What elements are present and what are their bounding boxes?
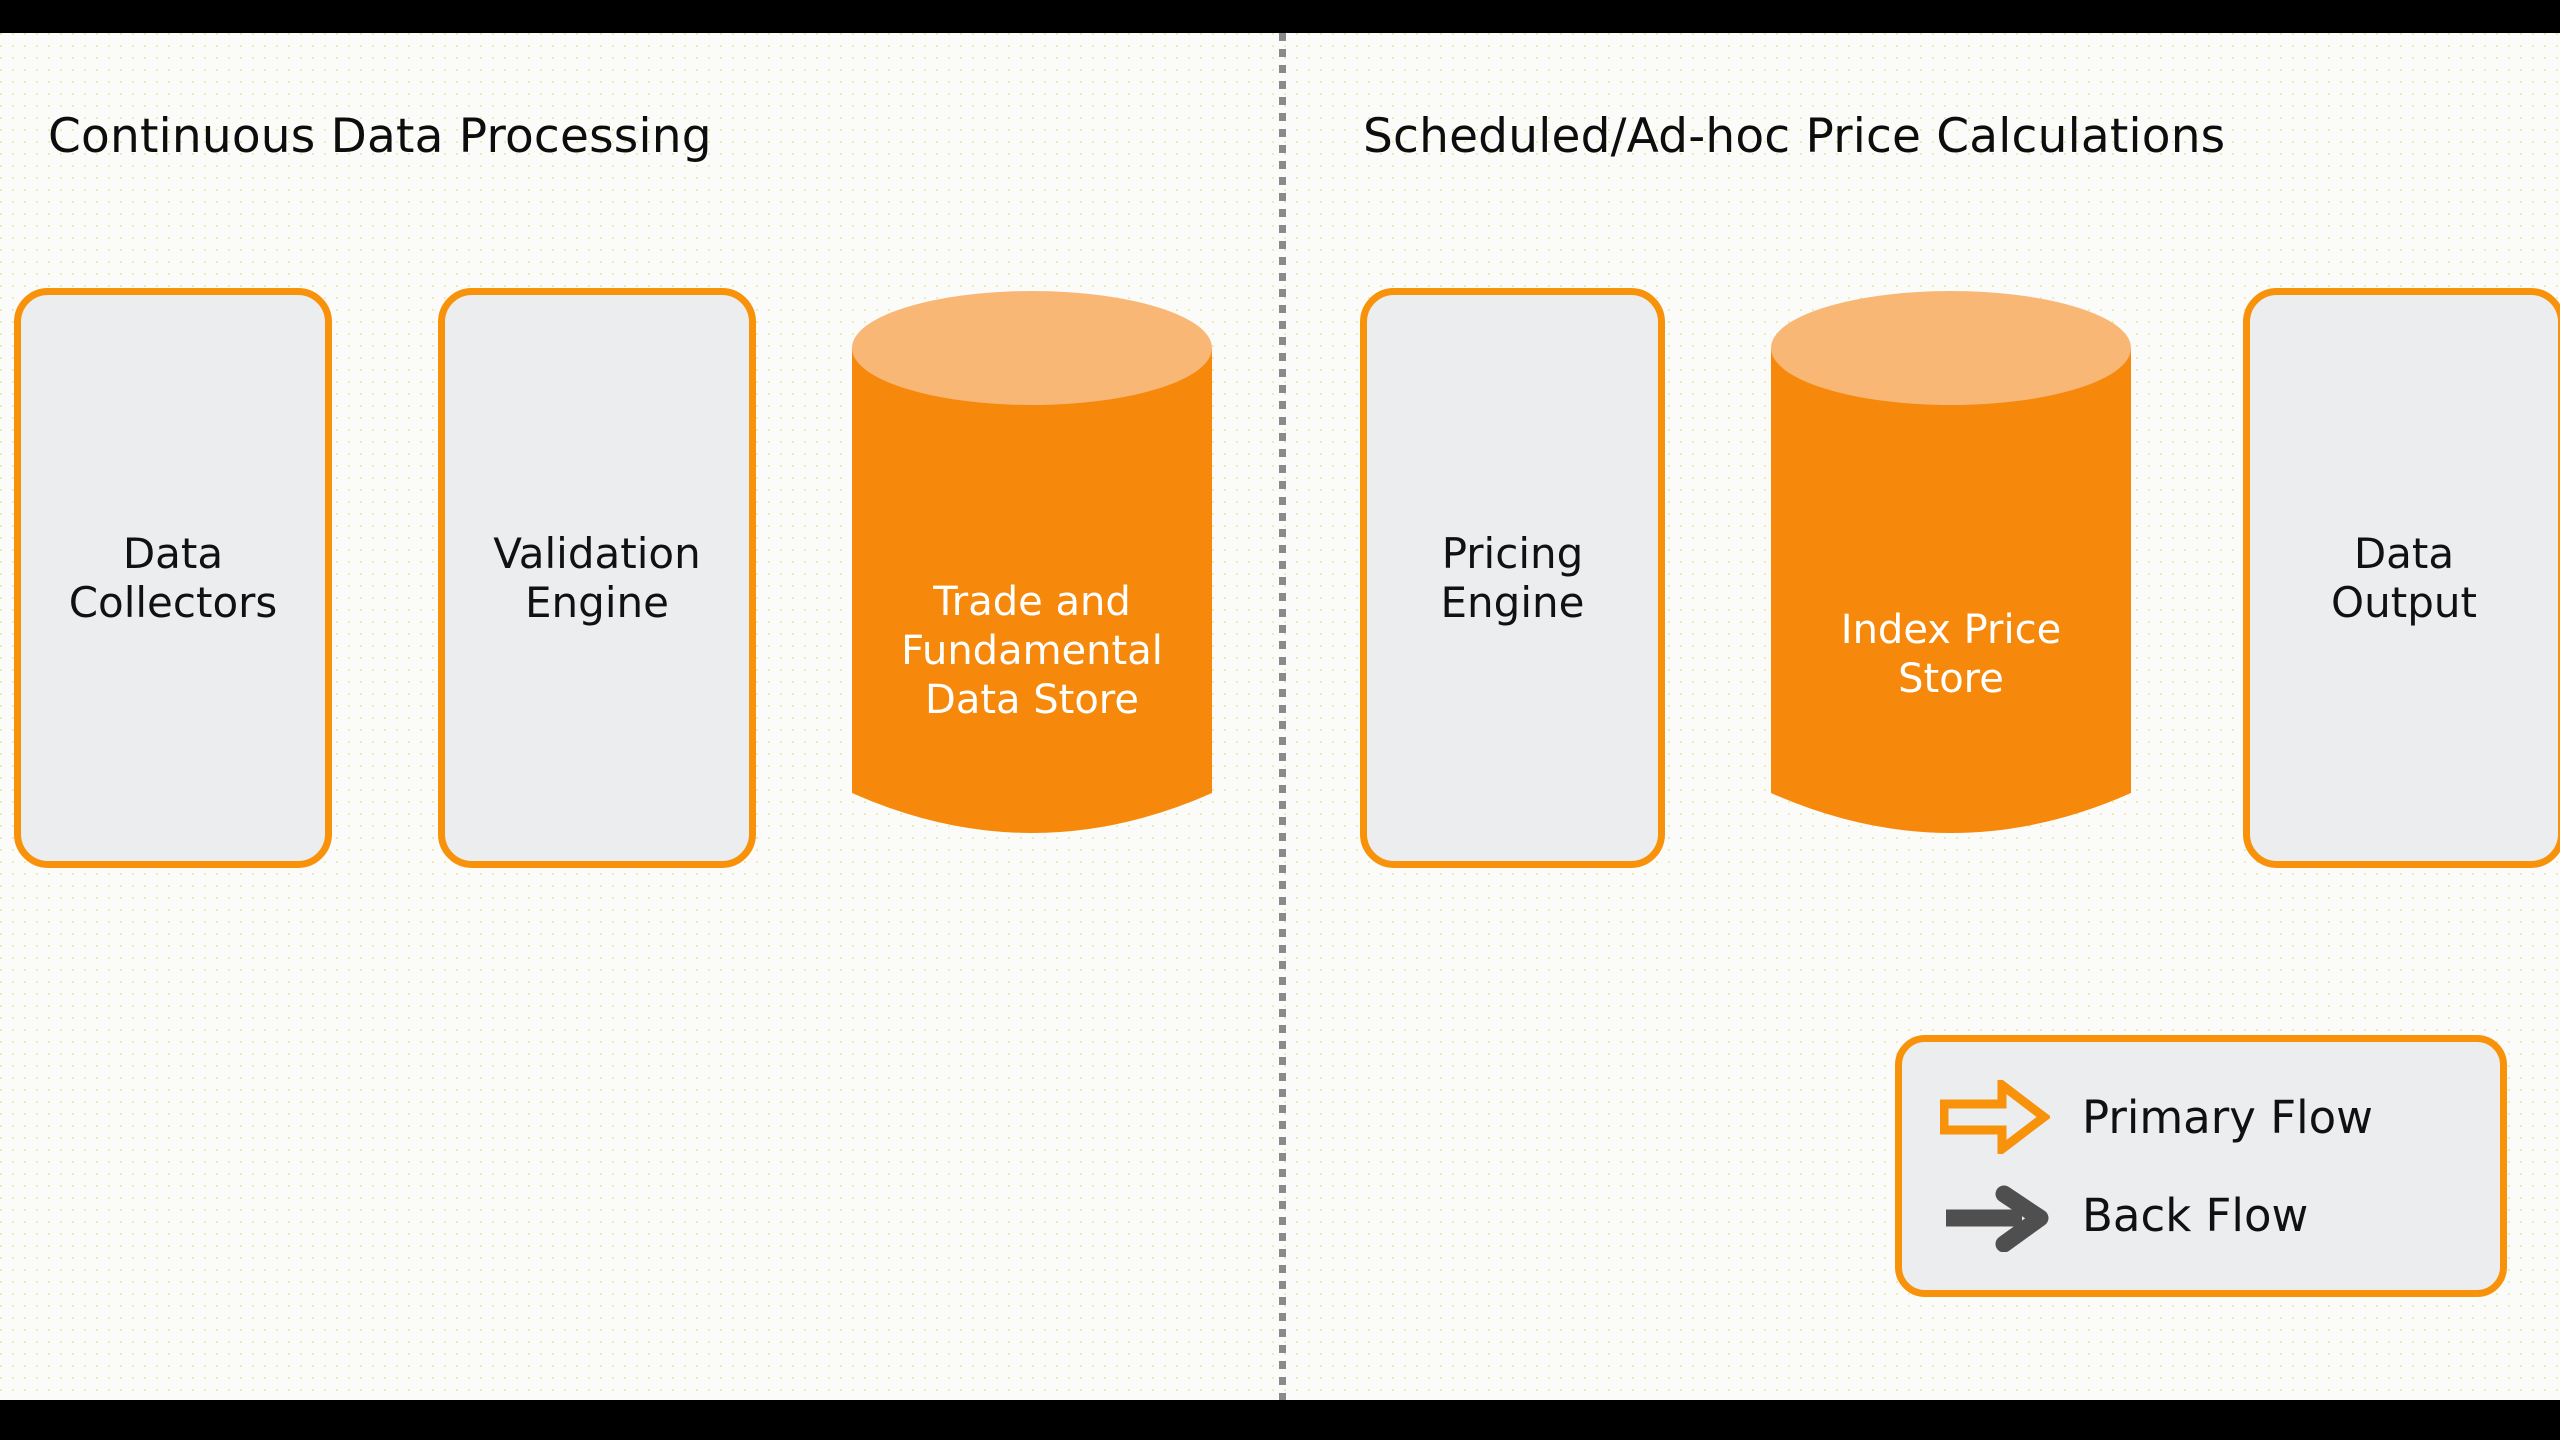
letterbox-top <box>0 0 2560 33</box>
node-label: Data Collectors <box>68 528 278 627</box>
legend-label: Back Flow <box>2082 1188 2309 1242</box>
node-label: Data Output <box>2331 528 2477 627</box>
cylinder-shape-icon <box>852 291 1212 833</box>
cylinder-shape-icon <box>1771 291 2131 833</box>
solid-arrow-right-icon <box>1940 1178 2068 1252</box>
legend-panel: Primary Flow Back Flow <box>1895 1035 2507 1297</box>
node-validation-engine[interactable]: Validation Engine <box>438 288 756 868</box>
section-title-scheduled-price-calculations: Scheduled/Ad-hoc Price Calculations <box>1363 109 2226 164</box>
node-data-collectors[interactable]: Data Collectors <box>14 288 332 868</box>
legend-item-back-flow: Back Flow <box>1940 1166 2500 1264</box>
node-data-output[interactable]: Data Output <box>2243 288 2560 868</box>
node-pricing-engine[interactable]: Pricing Engine <box>1360 288 1665 868</box>
hollow-block-arrow-right-icon <box>1940 1080 2068 1154</box>
section-title-continuous-data-processing: Continuous Data Processing <box>48 109 712 164</box>
letterbox-bottom <box>0 1400 2560 1440</box>
legend-item-primary-flow: Primary Flow <box>1940 1068 2500 1166</box>
node-index-price-store[interactable]: Index Price Store <box>1768 288 2134 868</box>
node-trade-and-fundamental-data-store[interactable]: Trade and Fundamental Data Store <box>849 288 1215 868</box>
node-label: Pricing Engine <box>1440 528 1585 627</box>
slide-area: Continuous Data Processing Scheduled/Ad-… <box>0 33 2560 1400</box>
legend-label: Primary Flow <box>2082 1090 2373 1144</box>
node-label: Validation Engine <box>493 528 701 627</box>
section-divider-dotted-line <box>1279 33 1286 1400</box>
